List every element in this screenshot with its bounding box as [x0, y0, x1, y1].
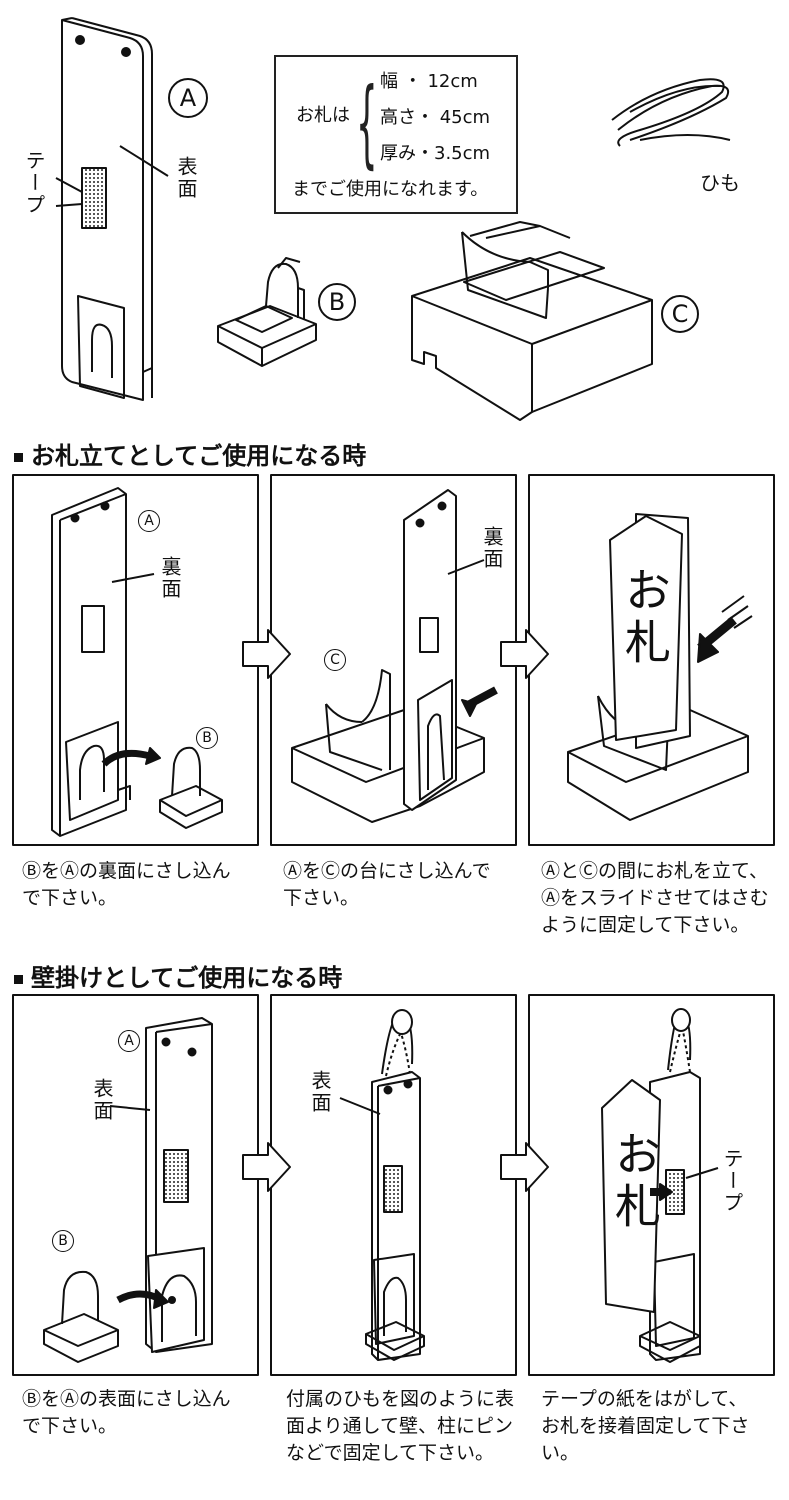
- p12-c-label: C: [330, 652, 340, 668]
- tape-label: テープ: [22, 150, 46, 216]
- spec-tail: までご使用になれます。: [292, 179, 489, 200]
- plate-a-illustration: [55, 17, 169, 401]
- p13-caption: ⒶとⒸの間にお札を立て、 Ⓐをスライドさせてはさむ ように固定して下さい。: [541, 860, 769, 936]
- p11-a-label: A: [144, 513, 154, 529]
- section-2-heading: 壁掛けとしてご使用になる時: [14, 958, 342, 993]
- panel-1-1-drawing: [51, 487, 223, 837]
- stand-b-illustration: [217, 257, 317, 367]
- label-b-circle: B: [318, 283, 356, 321]
- p13-fuda-label: お札: [618, 566, 672, 670]
- p11-a-circle: A: [138, 510, 160, 532]
- section-1-heading-text: お札立てとしてご使用になる時: [31, 442, 367, 470]
- flow-arrow-3: [242, 1142, 291, 1192]
- section-1-heading: お札立てとしてご使用になる時: [14, 436, 366, 471]
- flow-arrow-1: [242, 629, 291, 679]
- label-c: C: [671, 300, 689, 328]
- p21-b-label: B: [58, 1233, 68, 1249]
- p23-fuda-label: お札: [608, 1130, 662, 1234]
- spec-height: 高さ・ 45cm: [380, 107, 491, 128]
- spec-lead: お札は: [296, 105, 350, 126]
- p11-caption: ⒷをⒶの裏面にさし込ん で下さい。: [22, 860, 231, 909]
- p22-front-label: 表面: [308, 1070, 332, 1114]
- p23-caption: テープの紙をはがして、 お札を接着固定して下さ い。: [541, 1388, 750, 1464]
- flow-arrow-4: [500, 1142, 549, 1192]
- p11-b-label: B: [202, 730, 212, 746]
- p23-tape-label: テープ: [720, 1148, 744, 1214]
- panel-1-3-drawing: [567, 513, 753, 821]
- string-label: ひも: [700, 171, 740, 195]
- spec-width: 幅 ・ 12cm: [380, 71, 478, 92]
- size-spec-box: お札は { 幅 ・ 12cm 高さ・ 45cm 厚み・3.5cm までご使用にな…: [274, 55, 518, 214]
- label-a: A: [179, 84, 197, 112]
- front-label: 表面: [174, 156, 198, 200]
- p21-a-label: A: [124, 1033, 134, 1049]
- p12-c-circle: C: [324, 649, 346, 671]
- spec-thickness: 厚み・3.5cm: [380, 143, 491, 164]
- p21-front-label: 表面: [90, 1078, 114, 1122]
- heading-bullet: [14, 452, 23, 462]
- label-c-circle: C: [661, 295, 699, 333]
- base-c-illustration: [411, 221, 653, 421]
- p22-caption: 付属のひもを図のように表 面より通して壁、柱にピン などで固定して下さい。: [286, 1388, 515, 1464]
- p12-back-label: 裏面: [480, 526, 504, 570]
- p21-b-circle: B: [52, 1230, 74, 1252]
- p21-a-circle: A: [118, 1030, 140, 1052]
- panel-2-1-drawing: [43, 1017, 213, 1363]
- flow-arrow-2: [500, 629, 549, 679]
- p12-caption: ⒶをⒸの台にさし込んで 下さい。: [283, 860, 491, 909]
- panel-2-1-frame: [12, 994, 259, 1376]
- panel-1-2-drawing: [291, 489, 498, 823]
- spec-brace: {: [356, 68, 378, 181]
- string-illustration: [611, 78, 731, 147]
- heading-bullet: [14, 974, 23, 984]
- panel-2-3-drawing: [601, 1008, 719, 1363]
- p11-b-circle: B: [196, 727, 218, 749]
- panel-2-2-drawing: [339, 1009, 425, 1361]
- section-2-heading-text: 壁掛けとしてご使用になる時: [31, 964, 343, 992]
- label-b: B: [328, 288, 346, 316]
- p21-caption: ⒷをⒶの表面にさし込ん で下さい。: [22, 1388, 231, 1437]
- label-a-circle: A: [168, 78, 208, 118]
- p11-back-label: 裏面: [158, 556, 182, 600]
- panel-1-1-frame: [12, 474, 259, 846]
